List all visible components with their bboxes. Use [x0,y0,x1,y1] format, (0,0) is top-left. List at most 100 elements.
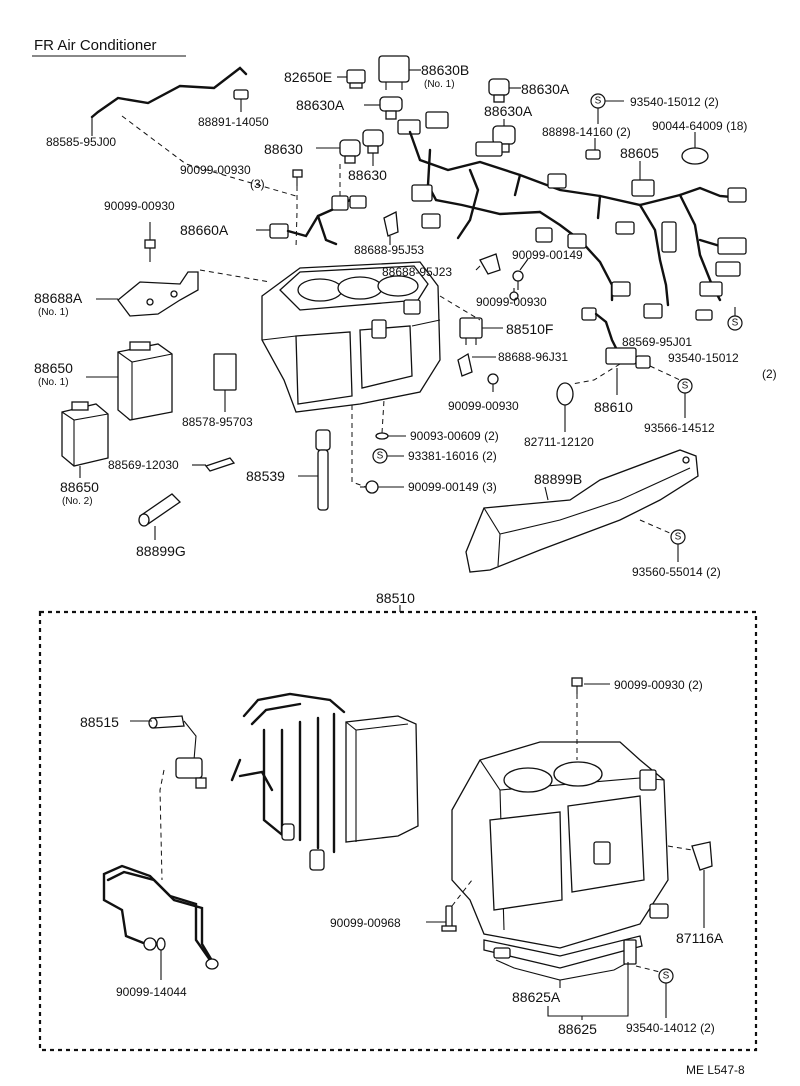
label-88688A-no: (No. 1) [38,307,69,318]
drain-hose-88539 [315,429,331,511]
label-88650-no2: 88650 [60,479,99,495]
label-90099-00968: 90099-00968 [330,916,401,930]
label-88630-1: 88630 [264,141,303,157]
pressure-switch-88630A-2 [488,78,510,103]
dash-upper-4 [439,295,481,321]
label-93540-14012: 93540-14012 (2) [626,1021,715,1035]
label-88625A: 88625A [512,989,561,1005]
dash-87116A [667,845,693,851]
label-93560-55014: 93560-55014 (2) [632,565,721,579]
svg-text:S: S [377,451,384,462]
leader-88899B [544,486,549,501]
pressure-switch-88630-2 [362,129,384,154]
label-88688-95J23: 88688-95J23 [382,265,452,279]
bracket-88688-95J53 [383,210,399,237]
label-88650-no1: 88650 [34,360,73,376]
sensor-88569-12030 [204,457,236,472]
o-ring-90099-14044 [156,937,166,951]
s-badge-93540-14012: S [658,968,674,984]
harness-connectors [411,173,747,321]
bracket-88688-96J31 [457,352,473,377]
label-88625: 88625 [558,1021,597,1037]
dash-93540-14012 [635,965,661,973]
label-88569-12030: 88569-12030 [108,458,179,472]
screw-90099-00930-a [292,169,303,186]
label-90099-00930-e: 90099-00930 (2) [614,678,703,692]
dash-screw-a [295,186,298,249]
label-93540-15012-b: 93540-15012 [668,351,739,365]
bracket-88688-95J23 [479,253,501,275]
harness-88610 [581,307,651,369]
svg-text:S: S [732,318,739,329]
dash-upper-1 [121,115,297,197]
screw-90099-00930-c [509,288,519,301]
s-badge-93381-16016: S [372,448,388,464]
label-90099-00149-b: 90099-00149 (3) [408,480,497,494]
label-88630A-3: 88630A [484,103,533,119]
washer-90093-00609 [375,432,389,440]
label-93566-14512: 93566-14512 [644,421,715,435]
label-88688-95J53: 88688-95J53 [354,243,424,257]
connector-block-top [397,111,503,157]
label-88898-14160: 88898-14160 (2) [542,125,631,139]
relay-88630B [378,55,410,90]
label-88515: 88515 [80,714,119,730]
pressure-switch-88630-1 [339,139,361,164]
label-93381-16016: 93381-16016 (2) [408,449,497,463]
screw-90099-00930-e [571,677,583,694]
dash-washer [381,399,385,434]
label-90093-00609: 90093-00609 (2) [410,429,499,443]
leader-88688-95J23 [475,265,481,271]
svg-text:S: S [595,96,602,107]
expansion-valve-88515 [148,715,207,789]
dash-93566 [649,365,681,381]
pipe-90099-14044 [102,864,219,970]
label-88630B: 88630B [421,62,469,78]
label-88650-no1-sub: (No. 1) [38,377,69,388]
label-88650-no2-sub: (No. 2) [62,496,93,507]
label-88605: 88605 [620,145,659,161]
harness-88660A [269,195,367,246]
label-88891-14050: 88891-14050 [198,115,269,129]
relay-88510F [459,317,483,345]
s-badge-93540-15012-a: S [590,93,606,109]
evaporator-core [230,692,419,871]
label-88660A: 88660A [180,222,229,238]
diagram-title: FR Air Conditioner [34,37,157,54]
dash-90099-00968 [451,879,473,907]
dash-88610 [571,363,621,385]
label-88688A: 88688A [34,290,83,306]
label-88688-96J31: 88688-96J31 [498,350,568,364]
label-93540-15012-a: 93540-15012 (2) [630,95,719,109]
s-badge-93540-15012-b: S [727,315,743,331]
clip-88898-14160 [585,149,601,160]
label-88630-2: 88630 [348,167,387,183]
relay-82650E [346,69,366,89]
label-87116A: 87116A [676,930,724,946]
duct-88899B [465,449,699,573]
group-88510-frame [38,610,758,1052]
ac-unit-assembly [261,261,441,413]
dash-lower-screws [351,405,367,488]
dash-88515 [159,769,165,881]
leader-90099-00149-a [519,258,529,271]
screw-90099-00149-a [512,270,524,290]
label-90099-00930-b: 90099-00930 [104,199,175,213]
label-88539: 88539 [246,468,285,484]
s-badge-93566-14512: S [677,378,693,394]
label-88585-95J00: 88585-95J00 [46,135,116,149]
label-90099-00930-c: 90099-00930 [476,295,547,309]
label-82650E: 82650E [284,69,332,85]
svg-text:S: S [663,971,670,982]
s-badge-93560-55014: S [670,529,686,545]
bracket-88688A [117,271,199,317]
amplifier-88650-no2 [61,401,109,467]
label-90099-14044: 90099-14044 [116,985,187,999]
label-88578-95703 [213,353,237,391]
label-88610: 88610 [594,399,633,415]
label-88630B-no: (No. 1) [424,79,455,90]
pipe-88585-95J00 [90,66,248,124]
label-88510: 88510 [376,590,415,606]
label-88899B: 88899B [534,471,582,487]
